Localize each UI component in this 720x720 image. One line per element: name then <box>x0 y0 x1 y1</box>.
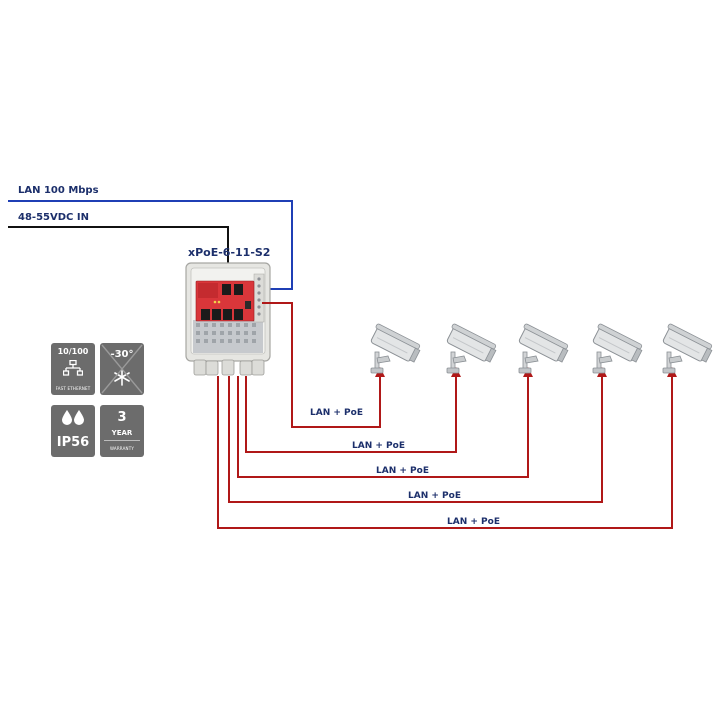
lan-input-label: LAN 100 Mbps <box>18 185 99 196</box>
water-drops-icon <box>62 410 84 425</box>
poe-label-5: LAN + PoE <box>447 517 500 527</box>
lan-input-line <box>8 200 293 290</box>
poe-line-camera-4 <box>228 373 603 503</box>
poe-label-1: LAN + PoE <box>310 408 363 418</box>
network-icon <box>63 360 83 376</box>
poe-label-2: LAN + PoE <box>352 441 405 451</box>
poe-switch-enclosure <box>185 262 271 376</box>
poe-label-4: LAN + PoE <box>408 491 461 501</box>
power-input-line <box>8 226 229 268</box>
warranty-divider <box>104 440 140 441</box>
cctv-camera-icon <box>590 322 645 374</box>
poe-line-camera-1 <box>262 302 381 428</box>
poe-lines <box>217 302 673 529</box>
cctv-camera-icon <box>516 322 571 374</box>
warranty-unit: YEAR <box>111 429 133 437</box>
device-name-label: xPoE-6-11-S2 <box>188 246 270 259</box>
cctv-camera-icon <box>368 322 423 374</box>
temperature-badge: -30° <box>100 343 144 395</box>
pcb-board <box>195 280 255 322</box>
temperature-value: -30° <box>110 349 134 360</box>
cctv-camera-icon <box>444 322 499 374</box>
strike-lines <box>101 344 143 394</box>
warranty-caption: WARRANTY <box>109 446 135 451</box>
poe-label-3: LAN + PoE <box>376 466 429 476</box>
power-input-label: 48-55VDC IN <box>18 212 89 223</box>
cctv-camera-icon <box>660 322 715 374</box>
ethernet-caption: FAST ETHERNET <box>55 386 91 391</box>
ethernet-speed: 10/100 <box>57 347 89 356</box>
fast-ethernet-badge: 10/100 FAST ETHERNET <box>51 343 95 395</box>
cable-glands <box>193 359 265 376</box>
terminal-block <box>253 273 265 323</box>
ip-rating-text: IP56 <box>56 435 90 450</box>
din-rail <box>193 320 263 353</box>
poe-line-camera-3 <box>237 373 529 478</box>
poe-line-camera-2 <box>245 373 457 453</box>
poe-line-camera-5 <box>217 373 673 529</box>
warranty-years: 3 <box>117 410 127 425</box>
cameras <box>368 322 715 374</box>
ip-rating-badge: IP56 <box>51 405 95 457</box>
warranty-badge: 3 YEAR WARRANTY <box>100 405 144 457</box>
